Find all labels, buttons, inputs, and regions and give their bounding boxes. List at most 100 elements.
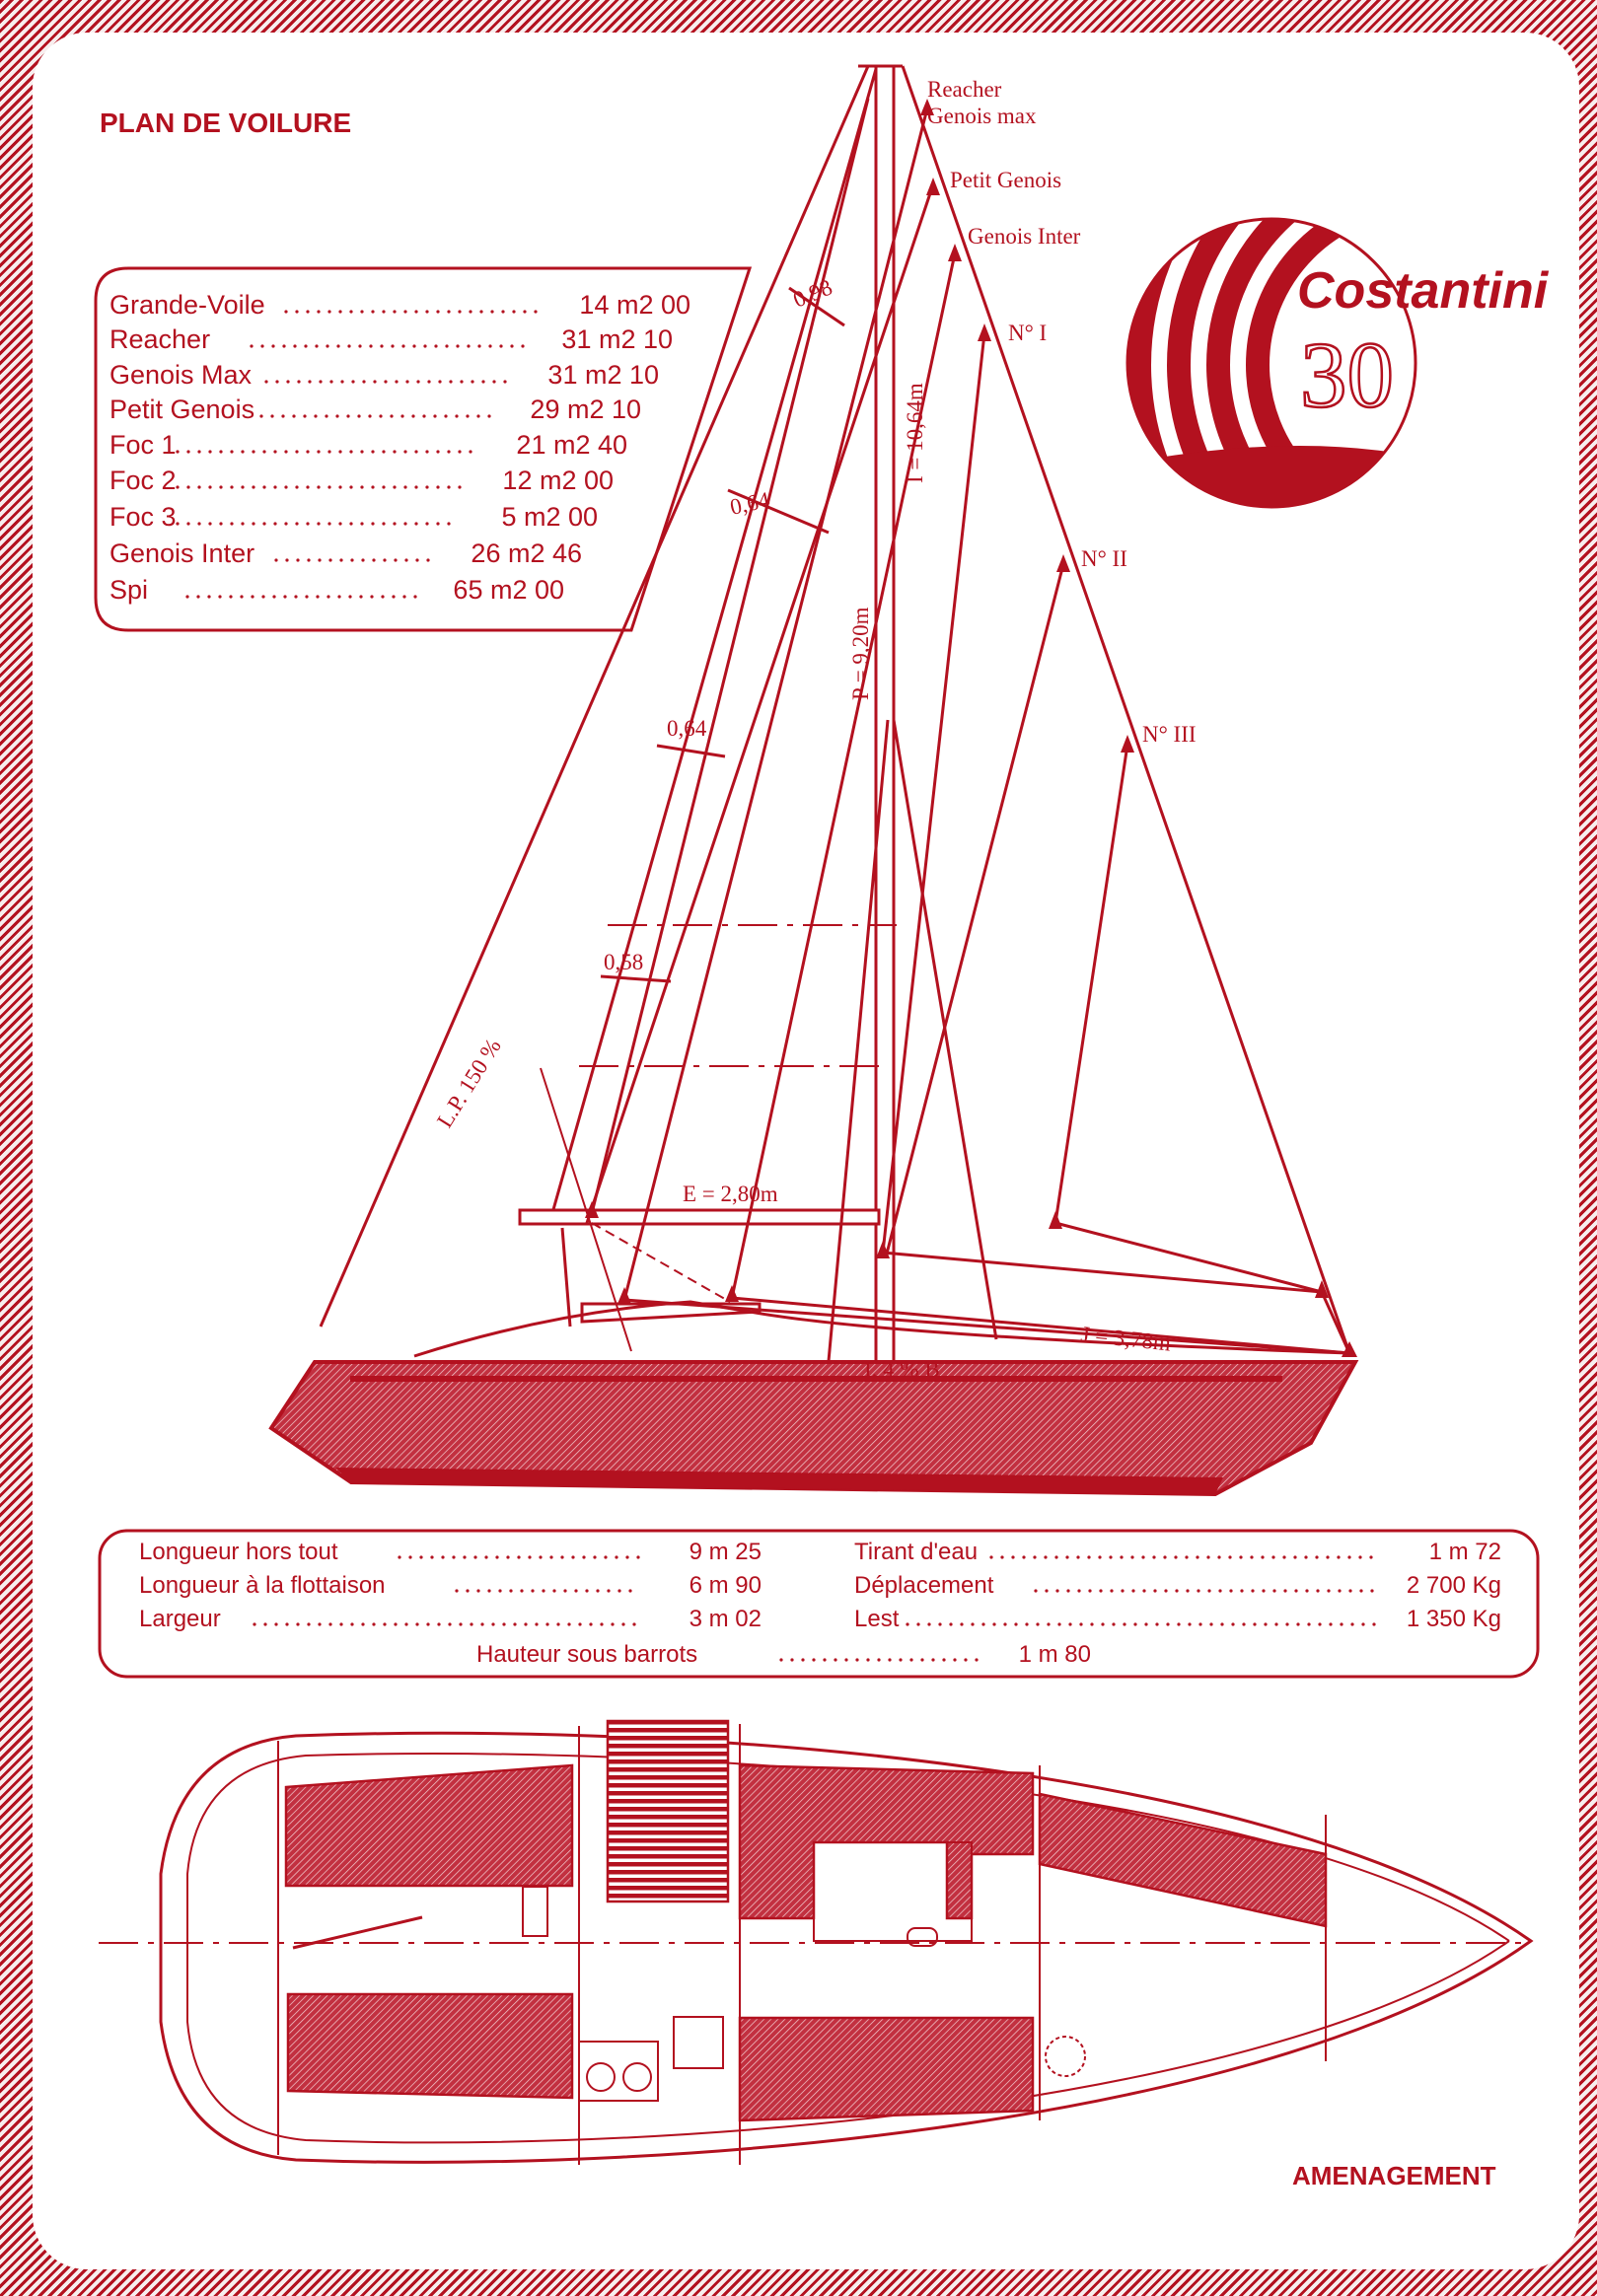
row-value: 65 m2 00 [453,575,564,605]
row-value: 1 m 80 [1019,1641,1091,1668]
toilet [1045,2036,1086,2077]
label-i-dimension: I = 10,64m [903,383,927,483]
batten [788,286,845,327]
table-row: Foc 1 21 m2 40 [109,430,627,460]
logo-model-number: 30 [1300,323,1394,427]
table-row: Hauteur sous barrots 1 m 80 [476,1641,1091,1668]
stove-burner-icon [622,2062,652,2092]
batten [600,974,672,983]
section-title-layout: AMENAGEMENT [1292,2161,1496,2190]
table-row: Genois Max 31 m2 10 [109,360,659,390]
batten [656,744,726,758]
row-value: 31 m2 10 [561,324,673,354]
row-value: 29 m2 10 [530,395,641,424]
row-label: Foc 1 [109,430,177,460]
row-label: Foc 3 [109,502,177,532]
batten [727,488,830,535]
row-label: Lest [854,1606,900,1632]
row-label: Spi [109,575,148,605]
row-label: Longueur hors tout [139,1539,338,1565]
keel-line [335,1468,1223,1494]
row-label: Déplacement [854,1572,994,1599]
mainsail-leech-outer [550,68,878,1214]
row-label: Petit Genois [109,395,254,424]
mainsail-leech [590,98,870,1214]
table-row: Déplacement 2 700 Kg [854,1572,1501,1599]
label-genois-inter: Genois Inter [968,224,1081,249]
table-row: Spi 65 m2 00 [109,575,564,605]
dimensions-frame [98,1529,1540,1679]
mast-step [907,1927,938,1947]
label-e-dimension: E = 2,80m [683,1182,778,1206]
table-row: Tirant d'eau 1 m 72 [854,1539,1501,1565]
table-row: Longueur hors tout 9 m 25 [139,1539,762,1565]
row-value: 26 m2 46 [471,538,582,568]
stern-rail [560,1227,572,1327]
row-label: Tirant d'eau [854,1539,978,1565]
row-value: 3 m 02 [690,1606,762,1632]
label-reacher: Reacher [927,77,1002,102]
label-p-dimension: P = 9,20m [848,607,873,700]
row-label: Largeur [139,1606,221,1632]
dimensions-table: Longueur hors tout 9 m 25 Longueur à la fl… [98,1529,1540,1679]
table-row: Reacher 31 m2 10 [109,324,673,354]
table-row: Genois Inter 26 m2 46 [109,538,582,568]
row-label: Grande-Voile [109,290,265,320]
row-label: Genois Max [109,360,253,390]
costantini-30-logo: Costantini 30 [1125,217,1550,509]
label-n1: N° I [1008,321,1047,345]
berths [284,1763,1328,2122]
row-value: 21 m2 40 [516,430,627,460]
row-value: 14 m2 00 [579,290,690,320]
row-label: Foc 2 [109,466,177,495]
stove-burner-icon [586,2062,616,2092]
row-label: Genois Inter [109,538,254,568]
row-value: 6 m 90 [690,1572,762,1599]
section-title-sail-plan: PLAN DE VOILURE [100,108,351,138]
chart-table [522,1886,548,1937]
boom [518,1208,881,1226]
row-label: Longueur à la flottaison [139,1572,386,1599]
logo-brand: Costantini [1297,262,1550,320]
galley [578,2041,659,2102]
row-value: 1 350 Kg [1407,1606,1501,1632]
table-row: Grande-Voile 14 m2 00 [109,290,690,320]
tiller [292,1915,423,1950]
deck-sheer [413,1300,1350,1358]
headsails [585,108,1351,1362]
page-panel [33,33,1579,2269]
row-value: 9 m 25 [690,1539,762,1565]
table-row: Largeur 3 m 02 [139,1606,762,1632]
interior-layout-plan [99,1719,1534,2165]
table-row: Foc 3 5 m2 00 [109,502,598,532]
label-petit-genois: Petit Genois [950,168,1061,192]
sail-plan-drawing: Reacher Genois max Petit Genois Genois I… [268,64,1359,1497]
label-n3: N° III [1142,722,1197,747]
saloon-table [813,1841,973,1942]
table-row: Longueur à la flottaison 6 m 90 [139,1572,762,1599]
label-ib: I. 4 % B [864,1357,940,1382]
row-value: 2 700 Kg [1407,1572,1501,1599]
sail-table-frame [94,266,753,632]
row-label: Reacher [109,324,210,354]
table-row: Lest 1 350 Kg [854,1606,1501,1632]
sink [673,2016,724,2069]
row-value: 1 m 72 [1429,1539,1501,1565]
row-label: Hauteur sous barrots [476,1641,697,1668]
label-batten-4: 0,58 [604,950,643,974]
table-row: Petit Genois 29 m2 10 [109,395,641,424]
row-value: 31 m2 10 [547,360,659,390]
companionway-ladder [606,1719,730,1903]
label-genois-max: Genois max [927,104,1037,128]
spinnaker-luff [319,65,870,1327]
label-batten-3: 0,64 [667,716,707,741]
lp-dashed [591,1222,731,1303]
forestay [901,65,1351,1354]
label-n2: N° II [1081,546,1127,571]
cabin-top [580,1302,762,1324]
hull-outline-plan [159,1731,1534,2164]
row-value: 5 m2 00 [501,502,598,532]
